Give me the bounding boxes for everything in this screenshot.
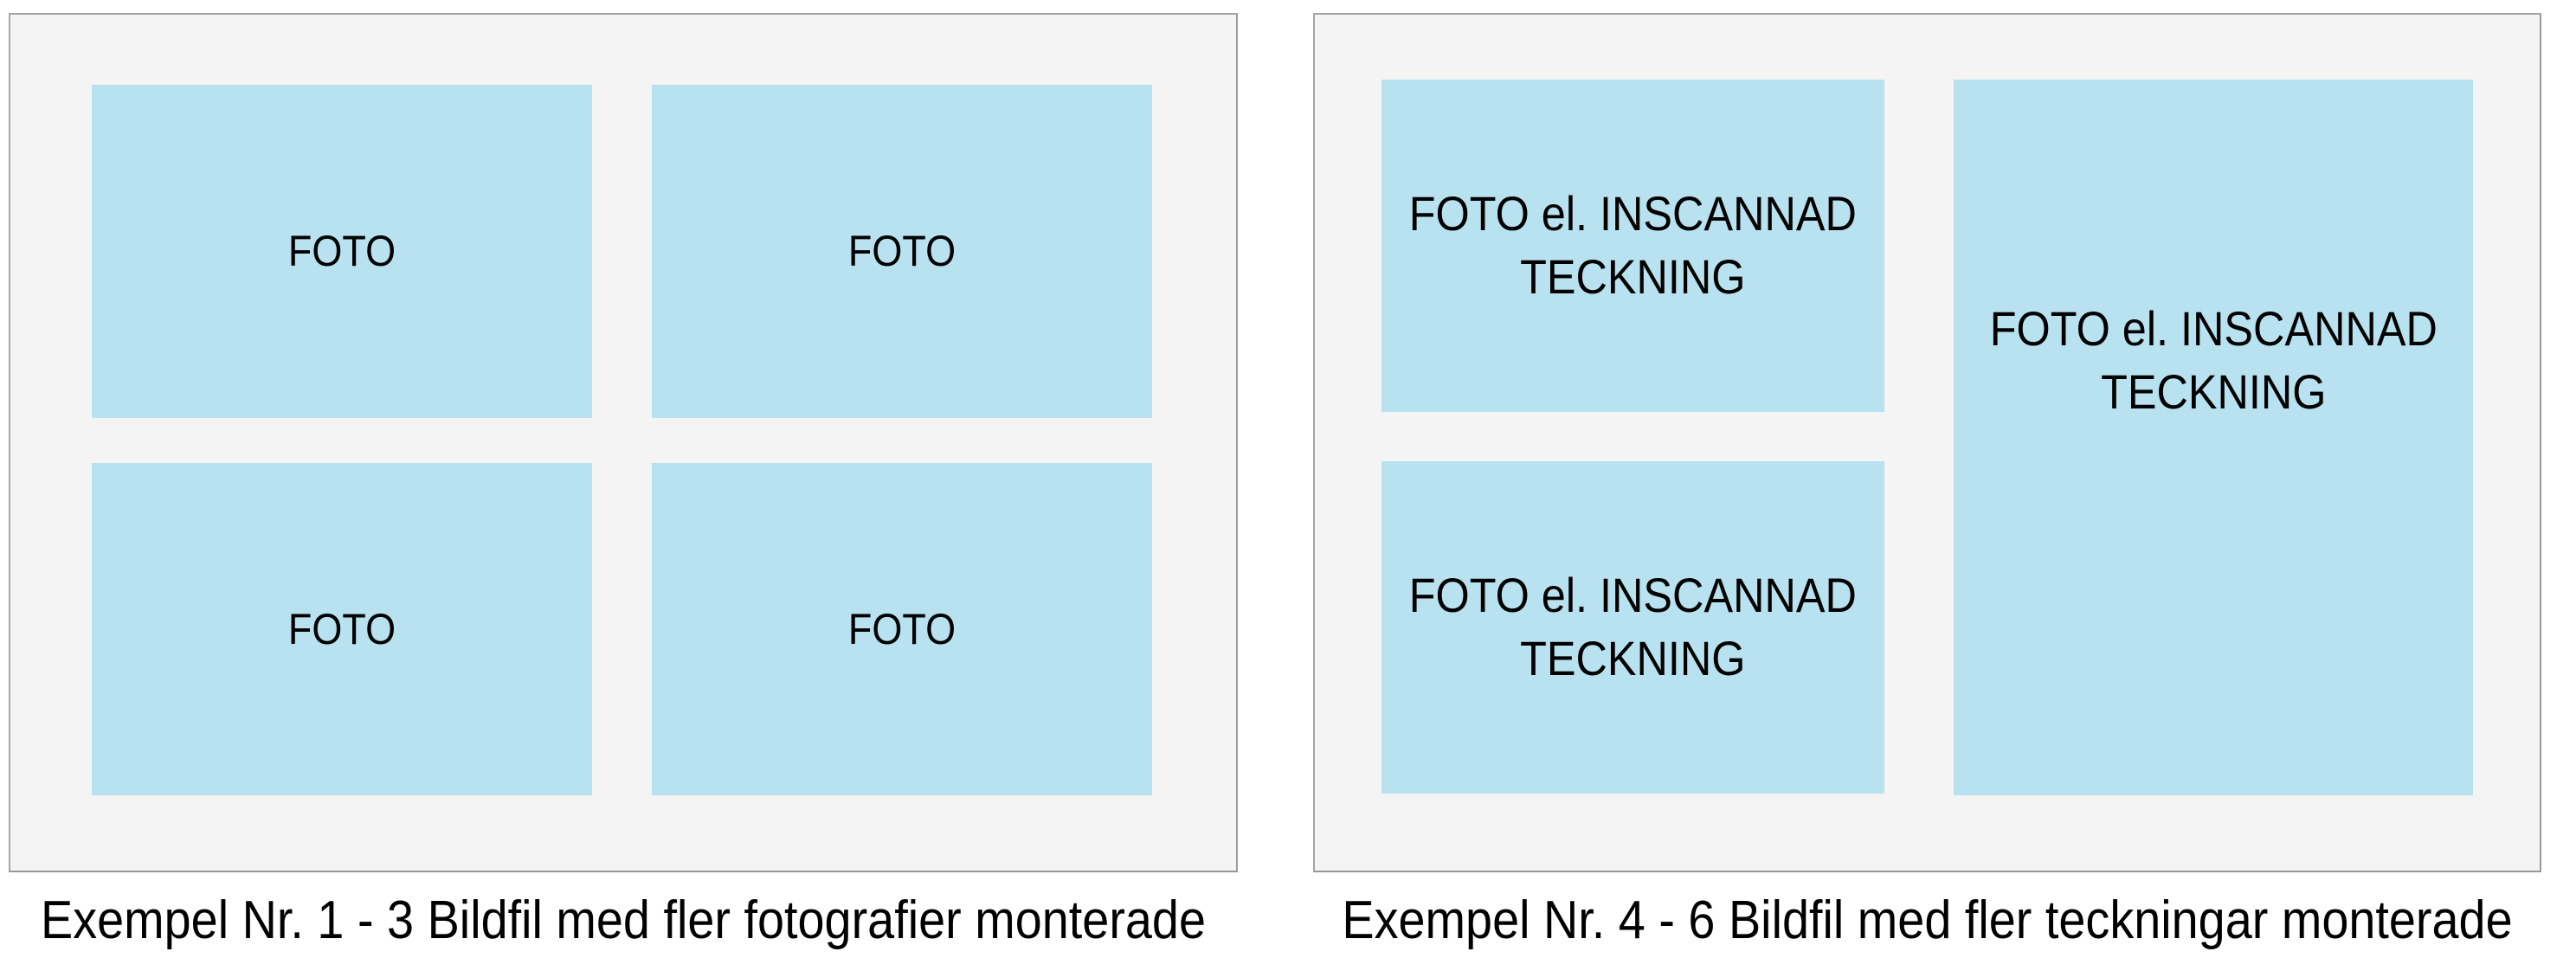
photo-placeholder-box: FOTO <box>652 85 1152 418</box>
scan-placeholder-box: FOTO el. INSCANNAD TECKNING <box>1381 80 1884 412</box>
panel-drawings-example: FOTO el. INSCANNAD TECKNING FOTO el. INS… <box>1313 13 2541 872</box>
scan-placeholder-label: FOTO el. INSCANNAD TECKNING <box>1408 186 1858 304</box>
photo-placeholder-box: FOTO <box>92 463 592 795</box>
panel-caption-drawings: Exempel Nr. 4 - 6 Bildfil med fler teckn… <box>1342 890 2513 950</box>
scan-placeholder-box-tall: FOTO el. INSCANNAD TECKNING <box>1954 80 2473 795</box>
photo-placeholder-label: FOTO <box>287 227 396 276</box>
scan-placeholder-label: FOTO el. INSCANNAD TECKNING <box>1408 568 1858 685</box>
scan-placeholder-box: FOTO el. INSCANNAD TECKNING <box>1381 461 1884 794</box>
panel-photos-example: FOTO FOTO FOTO FOTO <box>9 13 1238 872</box>
photo-placeholder-box: FOTO <box>652 463 1152 795</box>
photo-placeholder-label: FOTO <box>847 604 956 653</box>
photo-placeholder-box: FOTO <box>92 85 592 418</box>
photo-placeholder-label: FOTO <box>847 227 956 276</box>
panel-caption-photos: Exempel Nr. 1 - 3 Bildfil med fler fotog… <box>41 890 1207 950</box>
photo-placeholder-label: FOTO <box>287 604 396 653</box>
scan-placeholder-label: FOTO el. INSCANNAD TECKNING <box>1989 301 2438 419</box>
